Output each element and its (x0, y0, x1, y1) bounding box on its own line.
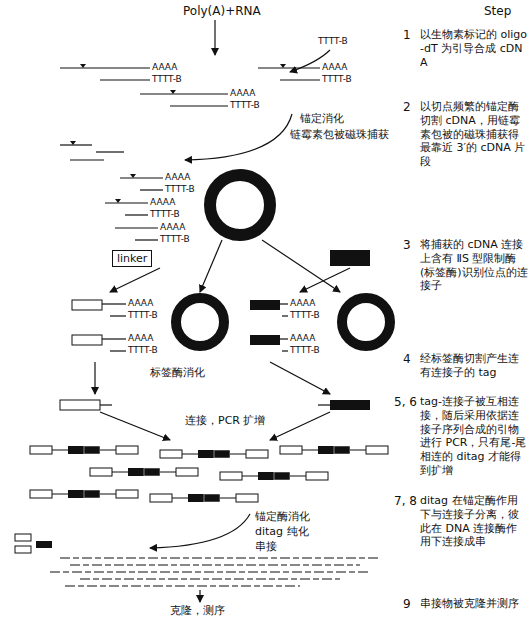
annotation: 链霉素包被磁珠捕获 (290, 128, 389, 142)
annotation: 3 (403, 238, 411, 253)
annotation: 串接 (255, 540, 277, 554)
step-text: ditag 在锚定酶作用下与连接子分离，彼此在 DNA 连接酶作用下连接成串 (420, 494, 528, 549)
sequence-label: TTTT-B (318, 36, 348, 47)
annotation: 锚定消化 (300, 112, 344, 126)
annotation: 克隆，测序 (170, 604, 225, 618)
sequence-label: TTTT-B (150, 209, 180, 220)
annotation: 7, 8 (394, 494, 417, 509)
sequence-label: TTTT-B (160, 234, 190, 245)
sequence-label: AAAA (160, 222, 185, 233)
sequence-label: AAAA (290, 298, 315, 309)
node-text: linker (117, 251, 147, 266)
sequence-label: AAAA (322, 62, 347, 73)
step-text: 将捕获的 cDNA 连接上含有 ⅡS 型限制酶(标签酶)识别位点的连接子 (420, 238, 528, 293)
sequence-label: TTTT-B (152, 74, 182, 85)
sequence-label: TTTT-B (322, 74, 352, 85)
sequence-label: TTTT-B (128, 310, 158, 321)
step-text: 以切点频繁的锚定酶切割 cDNA，用链霉素包被的磁珠捕获得最靠近 3′的 cDN… (420, 100, 528, 169)
annotation: 9 (403, 597, 411, 612)
annotation: 标签酶消化 (150, 366, 205, 380)
step-text: 经标签酶切割产生连有连接子的 tag (420, 352, 528, 380)
sequence-label: TTTT-B (128, 345, 158, 356)
annotation: 4 (403, 352, 411, 367)
sequence-label: AAAA (165, 172, 190, 183)
annotation: Step (484, 4, 511, 19)
sequence-label: AAAA (128, 333, 153, 344)
step-text: 串接物被克隆并测序 (420, 597, 528, 611)
annotation: Poly(A)+RNA (183, 4, 261, 19)
sequence-label: TTTT-B (165, 184, 195, 195)
sequence-label: AAAA (128, 298, 153, 309)
linker-box: linker (112, 250, 152, 267)
sequence-label: TTTT-B (290, 345, 320, 356)
annotation: 1 (403, 28, 411, 43)
sequence-label: TTTT-B (230, 100, 260, 111)
step-text: 以生物素标记的 oligo-dT 为引导合成 cDNA (420, 28, 528, 69)
sequence-label: AAAA (152, 62, 177, 73)
step-text: tag-连接子被互相连接，随后采用依据连接子序列合成的引物进行 PCR，只有尾-… (420, 395, 528, 478)
annotation: 2 (403, 100, 411, 115)
sequence-label: AAAA (290, 333, 315, 344)
annotation: 锚定酶消化 (255, 510, 310, 524)
annotation: ditag 纯化 (255, 525, 309, 539)
sequence-label: AAAA (230, 88, 255, 99)
sequence-label: AAAA (150, 197, 175, 208)
annotation: 连接，PCR 扩增 (185, 414, 265, 428)
annotation: 5, 6 (394, 395, 417, 410)
sequence-label: TTTT-B (290, 310, 320, 321)
